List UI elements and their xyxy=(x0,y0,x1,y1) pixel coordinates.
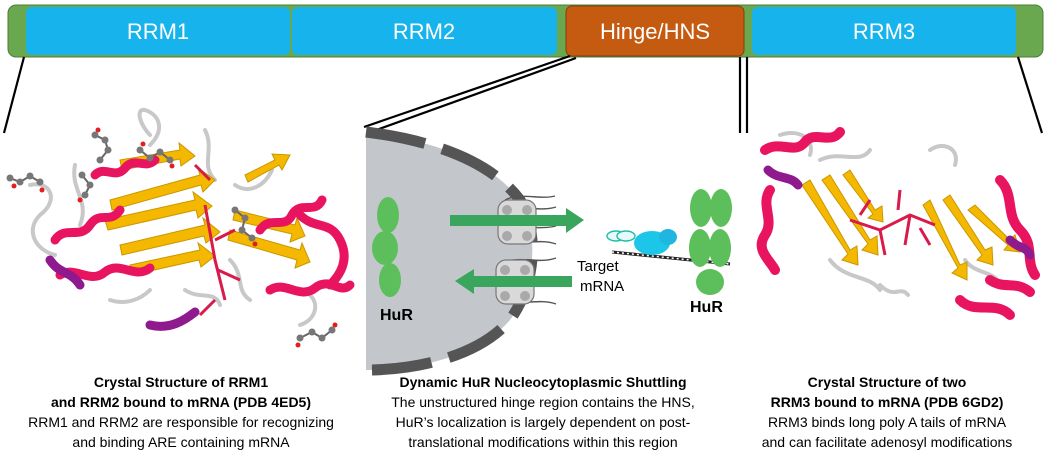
rrm1-segment xyxy=(26,7,290,55)
target-label-line2: mRNA xyxy=(580,278,624,295)
zoom-line-left xyxy=(2,56,26,134)
caption-right-title-1: Crystal Structure of two xyxy=(807,374,967,390)
caption-right: Crystal Structure of two RRM3 bound to m… xyxy=(724,372,1050,452)
hur-nuclear-label: HuR xyxy=(380,307,413,324)
caption-center-desc-1: The unstructured hinge region contains t… xyxy=(391,394,695,410)
caption-left-title-2: and RRM2 bound to mRNA (PDB 4ED5) xyxy=(50,394,312,410)
shuttling-diagram: HuR Target mRNA HuR xyxy=(365,126,732,376)
caption-center: Dynamic HuR Nucleocytoplasmic Shuttling … xyxy=(362,372,724,452)
hinge-segment xyxy=(565,5,745,57)
rrm1-label: RRM1 xyxy=(127,19,189,44)
nuclear-envelope xyxy=(365,126,538,376)
caption-center-desc-3: translational modifications within this … xyxy=(408,434,678,450)
rrm3-structure xyxy=(756,127,1040,320)
caption-left-desc-2: and binding ARE containing mRNA xyxy=(72,434,290,450)
zoom-line-right xyxy=(1016,56,1044,134)
zoom-lines xyxy=(2,54,1044,135)
target-label-line1: Target xyxy=(577,258,620,275)
target-mrna xyxy=(606,229,731,266)
caption-right-desc-1: RRM3 binds long poly A tails of mRNA xyxy=(767,414,1007,430)
zoom-line-hinge-left-a xyxy=(363,54,571,129)
nucleus-body xyxy=(366,132,533,370)
rrm3-segment xyxy=(752,7,1016,55)
export-arrow xyxy=(450,208,584,233)
caption-right-title-2: RRM3 bound to mRNA (PDB 6GD2) xyxy=(770,394,1004,410)
hur-cytoplasmic xyxy=(689,189,732,295)
caption-center-desc-2: HuR’s localization is largely dependent … xyxy=(395,414,691,430)
import-arrow xyxy=(455,269,572,294)
caption-center-title-1: Dynamic HuR Nucleocytoplasmic Shuttling xyxy=(399,374,687,390)
rrm3-label: RRM3 xyxy=(853,19,915,44)
domain-bar: RRM1 RRM2 Hinge/HNS RRM3 xyxy=(7,4,1044,58)
caption-left: Crystal Structure of RRM1 and RRM2 bound… xyxy=(0,372,362,452)
hur-cytoplasmic-label: HuR xyxy=(690,299,723,316)
rrm1-rrm2-structure xyxy=(6,107,355,348)
zoom-line-hinge-left-b xyxy=(367,56,577,135)
caption-left-desc-1: RRM1 and RRM2 are responsible for recogn… xyxy=(28,414,334,430)
rrm2-label: RRM2 xyxy=(393,19,455,44)
rrm2-segment xyxy=(292,7,557,55)
hinge-label: Hinge/HNS xyxy=(600,19,710,44)
caption-right-desc-2: and can facilitate adenosyl modification… xyxy=(761,434,1013,450)
caption-left-title-1: Crystal Structure of RRM1 xyxy=(93,374,269,390)
hur-nuclear xyxy=(372,197,401,297)
